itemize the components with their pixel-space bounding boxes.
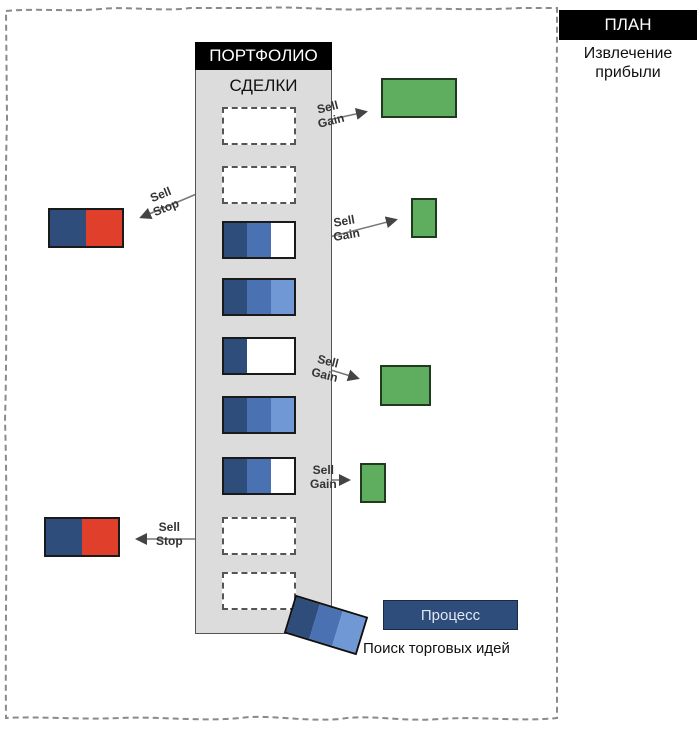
position-segment [247, 459, 271, 493]
sell-stop-label-2: Sell Stop [156, 520, 183, 548]
deal-slot-1 [222, 107, 296, 145]
trade-idea-search-caption: Поиск торговых идей [363, 640, 510, 657]
process-button[interactable]: Процесс [383, 600, 518, 630]
plan-subtitle-line1: Извлечение [583, 45, 673, 62]
position-segment [270, 280, 294, 314]
label-line: Gain [310, 477, 337, 491]
empty-segment [270, 223, 294, 257]
position-segment [224, 280, 248, 314]
position-segment [224, 398, 248, 432]
position-segment [247, 280, 271, 314]
label-line: Stop [156, 534, 183, 548]
sell-gain-label-4: Sell Gain [310, 463, 337, 491]
deal-slot-5 [222, 337, 296, 375]
gain-box-3 [380, 365, 431, 406]
deal-slot-3 [222, 221, 296, 259]
loss-red-segment [82, 519, 118, 555]
deal-slot-4 [222, 278, 296, 316]
position-segment [247, 223, 271, 257]
dashed-boundary [3, 6, 558, 721]
label-line: Sell [158, 520, 181, 534]
empty-segment [270, 459, 294, 493]
loss-blue-segment [46, 519, 82, 555]
position-segment [270, 398, 294, 432]
empty-segment [270, 339, 294, 373]
deal-slot-9 [222, 572, 296, 610]
position-segment [224, 223, 248, 257]
empty-segment [247, 339, 271, 373]
deal-slot-7 [222, 457, 296, 495]
position-segment [224, 339, 248, 373]
loss-blue-segment [50, 210, 86, 246]
plan-subtitle: Извлечение прибыли [559, 44, 697, 82]
portfolio-title: ПОРТФОЛИО [195, 42, 332, 70]
position-segment [247, 398, 271, 432]
deal-slot-8 [222, 517, 296, 555]
deal-slot-2 [222, 166, 296, 204]
plan-subtitle-line2: прибыли [595, 64, 661, 81]
deal-slot-6 [222, 396, 296, 434]
sell-gain-label-2: Sell Gain [330, 212, 361, 244]
position-segment [224, 459, 248, 493]
gain-box-1 [381, 78, 457, 118]
gain-box-2 [411, 198, 437, 238]
stop-loss-box-1 [48, 208, 124, 248]
deals-title: СДЕЛКИ [229, 76, 298, 95]
plan-title: ПЛАН [559, 10, 697, 40]
loss-red-segment [86, 210, 122, 246]
stop-loss-box-2 [44, 517, 120, 557]
label-line: Sell [312, 463, 335, 477]
gain-box-4 [360, 463, 386, 503]
